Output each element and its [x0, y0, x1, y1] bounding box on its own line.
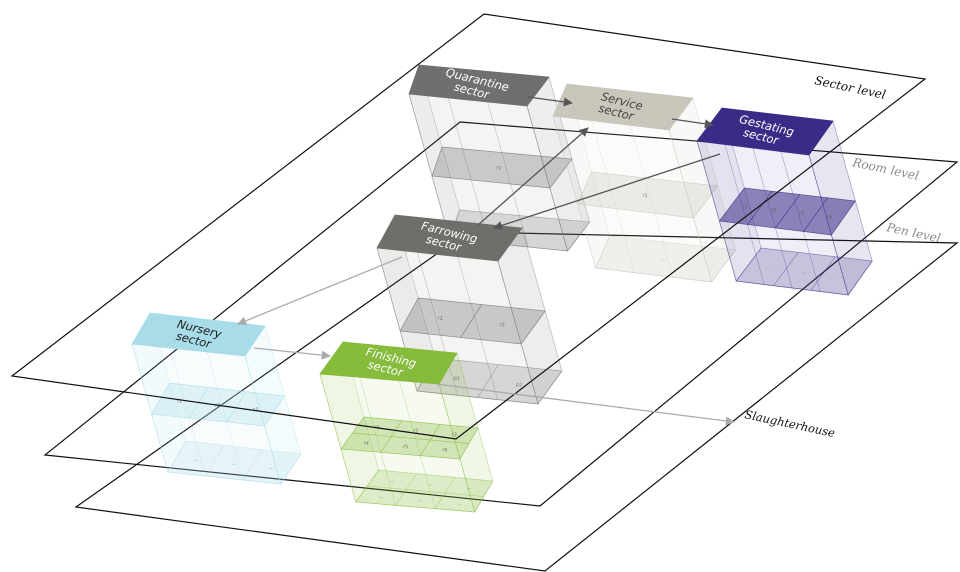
- finishing-room-cell-label: r5: [402, 444, 408, 451]
- farrowing-room-slice: [399, 297, 546, 345]
- finishing-pen-cell-label: ...: [428, 481, 434, 488]
- nursery-pen-slice: [167, 440, 302, 485]
- arrow-gestating-to-farrowing: [493, 153, 721, 230]
- farrowing-pen-cell-label: p1: [453, 375, 460, 382]
- farrowing-prism-divider: [457, 256, 499, 400]
- nursery-room-slice: [151, 382, 286, 427]
- gestating-room-cell-label: r2: [771, 207, 777, 214]
- finishing-prism-divider: [359, 377, 396, 506]
- farrowing-room-cell-label: r2: [499, 322, 505, 329]
- gestating-room-cell-label: r1: [743, 204, 749, 211]
- sector-level-label: Sector level: [813, 73, 887, 102]
- service-prism-divider: [591, 120, 635, 273]
- nursery-pen-divider: [242, 449, 263, 481]
- farrowing-prism-divider: [416, 252, 458, 396]
- finishing-pen-divider: [434, 477, 456, 509]
- farrowing-pen-cell-label: p2: [515, 382, 522, 389]
- finishing-room-cell-label: r4: [363, 440, 369, 447]
- flow-arrows: [237, 96, 735, 426]
- finishing-room-cell-label: r2: [413, 428, 419, 435]
- farrowing-room-divider: [460, 304, 483, 338]
- gestating-room-divider: [803, 197, 828, 232]
- nursery-pen-cell-label: ...: [193, 456, 199, 463]
- finishing-sector-prism: ..................r1r2r3r4r5r6Finishings…: [319, 341, 494, 513]
- gestating-room-cell-label: r4: [826, 214, 832, 221]
- finishing-pen-cell-label: ...: [457, 500, 463, 507]
- service-pen-slice: [595, 235, 737, 283]
- arrow-quarantine-to-service: [527, 96, 573, 107]
- arrow-finishing-to-slaughterhouse: [435, 383, 735, 426]
- service-room-cell-label: r1: [642, 193, 648, 200]
- finishing-pen-cell-label: ...: [418, 497, 424, 504]
- finishing-pen-cell-label: ...: [378, 493, 384, 500]
- finishing-prism-divider: [398, 380, 436, 509]
- nursery-pen-cell-label: ...: [231, 460, 237, 467]
- farrowing-pen-divider: [477, 364, 499, 398]
- nursery-prism-divider: [206, 351, 244, 481]
- finishing-room-divider: [352, 432, 470, 444]
- arrow-nursery-to-finishing: [253, 347, 331, 360]
- nursery-pen-divider: [205, 445, 225, 477]
- gestating-pen-divider: [773, 252, 799, 286]
- nursery-room-cell-label: r1: [176, 398, 182, 405]
- nursery-room-divider: [226, 391, 247, 423]
- sector-level-plane: [10, 13, 927, 440]
- gestating-pen-slice: [735, 247, 873, 296]
- quarantine-sector-cap: [408, 64, 550, 107]
- arrow-service-to-gestating: [671, 118, 714, 129]
- service-pen-cell-label: ...: [660, 257, 666, 264]
- quarantine-room-slice: [431, 146, 573, 189]
- room-level-label: Room level: [850, 155, 920, 183]
- gestating-room-divider: [775, 194, 801, 229]
- service-prism-divider: [629, 125, 674, 278]
- gestating-room-cell-label: r3: [798, 211, 804, 218]
- arrow-farrowing-to-nursery: [237, 256, 403, 326]
- quarantine-prism-divider: [447, 97, 490, 244]
- quarantine-prism-divider: [487, 101, 529, 248]
- gestating-pen-divider: [810, 256, 836, 291]
- finishing-pen-slice: [355, 469, 494, 513]
- finishing-pen-divider: [367, 485, 484, 497]
- finishing-room-cell-label: r6: [442, 447, 448, 454]
- gestating-pen-cell-label: ...: [764, 264, 770, 271]
- quarantine-room-cell-label: r1: [496, 165, 502, 172]
- service-room-slice: [577, 171, 719, 219]
- gestating-room-divider: [747, 191, 773, 225]
- gestating-sector-cap: [696, 107, 834, 156]
- pen-level-plane: [74, 231, 959, 572]
- finishing-pen-cell-label: ...: [466, 485, 472, 492]
- slaughterhouse-label: Slaughterhouse: [743, 407, 836, 440]
- gestating-pen-cell-label: ...: [839, 273, 845, 280]
- finishing-room-cell-label: r3: [451, 432, 457, 439]
- nursery-pen-cell-label: ...: [269, 465, 275, 472]
- farrowing-room-cell-label: r1: [437, 315, 443, 322]
- service-sector-cap: [552, 83, 694, 131]
- finishing-pen-cell-label: ...: [389, 477, 395, 484]
- nursery-prism-divider: [169, 347, 206, 477]
- nursery-room-cell-label: r3: [252, 407, 258, 414]
- arrow-farrowing-to-service: [477, 127, 589, 226]
- nursery-sector-cap: [131, 312, 266, 357]
- sector-prisms: ...r1Quarantinesector...r1Servicesector.…: [131, 63, 873, 513]
- gestating-pen-cell-label: ...: [802, 269, 808, 276]
- finishing-pen-divider: [395, 473, 418, 506]
